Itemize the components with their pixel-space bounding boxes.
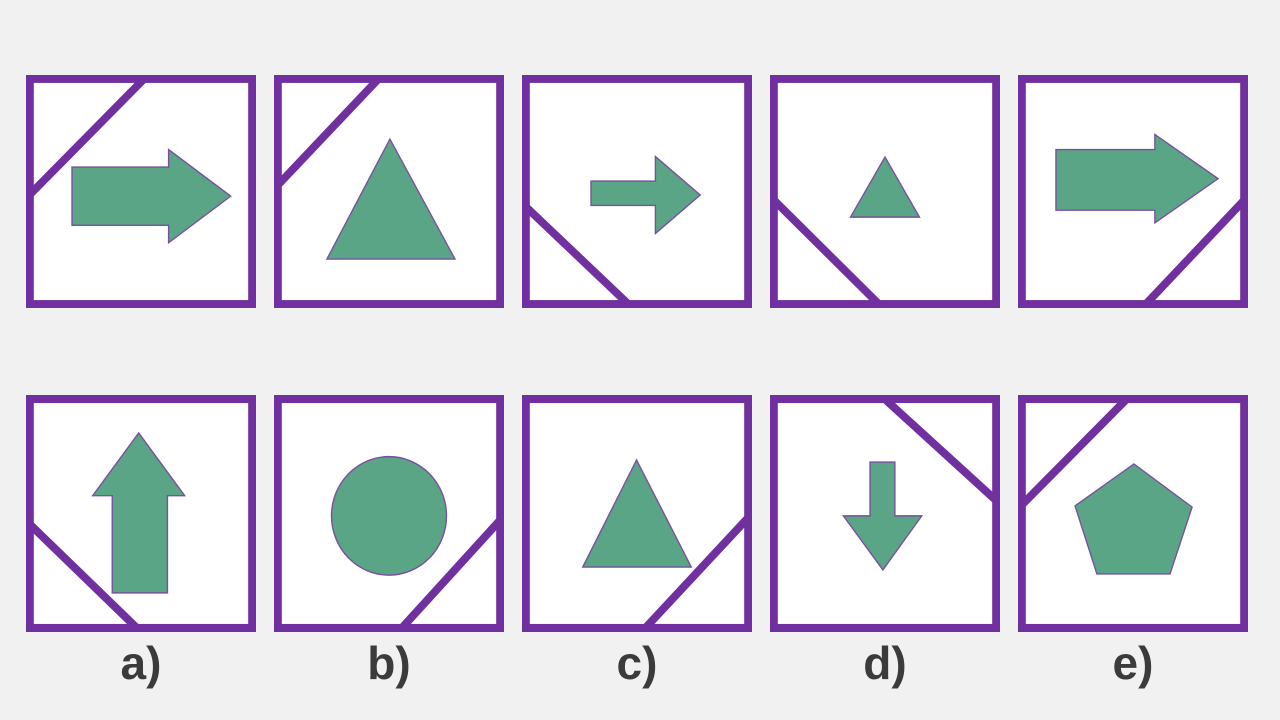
option-label-d: d): [863, 637, 907, 689]
square-border: [522, 75, 752, 308]
sequence-cell-5-svg: [1018, 75, 1248, 308]
diagonal-line-bottom-left: [26, 517, 144, 632]
diagonal-line-bottom-right: [1139, 193, 1248, 308]
option-cell-b[interactable]: [274, 395, 504, 632]
diagonal-line-top-left: [26, 75, 151, 202]
triangle-shape: [581, 458, 693, 568]
diagonal-line-bottom-right: [395, 513, 504, 632]
square-border: [26, 395, 256, 632]
option-label-b: b): [367, 637, 411, 689]
square-border: [770, 395, 1000, 632]
up-arrow-shape: [91, 431, 187, 594]
sequence-cell-2: [274, 75, 504, 308]
square-border: [1018, 75, 1248, 308]
sequence-cell-1-svg: [26, 75, 256, 308]
option-cell-a-svg: [26, 395, 256, 632]
down-arrow-shape: [841, 461, 924, 572]
circle-shape: [330, 455, 448, 576]
diagonal-line-bottom-left: [522, 200, 636, 308]
square-border: [770, 75, 1000, 308]
option-cell-d[interactable]: [770, 395, 1000, 632]
square-border: [522, 395, 752, 632]
option-cell-e-svg: [1018, 395, 1248, 632]
diagonal-line-top-left: [1018, 395, 1134, 512]
sequence-cell-2-svg: [274, 75, 504, 308]
sequence-row: [26, 75, 1248, 308]
option-cell-c[interactable]: [522, 395, 752, 632]
pentagon-shape: [1074, 463, 1193, 575]
large-right-arrow-shape: [1055, 133, 1220, 225]
square-border: [1018, 395, 1248, 632]
option-label-e: e): [1112, 637, 1154, 689]
diagonal-line-top-left: [274, 75, 385, 192]
option-cell-d-svg: [770, 395, 1000, 632]
sequence-cell-3: [522, 75, 752, 308]
sequence-cell-5: [1018, 75, 1248, 308]
small-right-arrow-shape: [590, 155, 702, 235]
option-labels: a) b) c) d) e): [26, 636, 1248, 691]
option-label-a: a): [120, 637, 162, 689]
option-cell-e[interactable]: [1018, 395, 1248, 632]
diagonal-line-bottom-right: [638, 510, 752, 632]
sequence-cell-4-svg: [770, 75, 1000, 308]
triangle-shape: [325, 137, 457, 260]
right-arrow-shape: [71, 148, 232, 245]
option-cell-a[interactable]: [26, 395, 256, 632]
option-cell-b-svg: [274, 395, 504, 632]
square-border: [274, 395, 504, 632]
sequence-cell-4: [770, 75, 1000, 308]
sequence-cell-3-svg: [522, 75, 752, 308]
option-cell-c-svg: [522, 395, 752, 632]
square-border: [274, 75, 504, 308]
option-label-c: c): [616, 637, 658, 689]
sequence-cell-1: [26, 75, 256, 308]
options-row: [26, 395, 1248, 632]
small-triangle-shape: [849, 155, 921, 218]
diagonal-line-top-right: [877, 395, 1000, 508]
diagonal-line-bottom-left: [770, 193, 886, 308]
square-border: [26, 75, 256, 308]
